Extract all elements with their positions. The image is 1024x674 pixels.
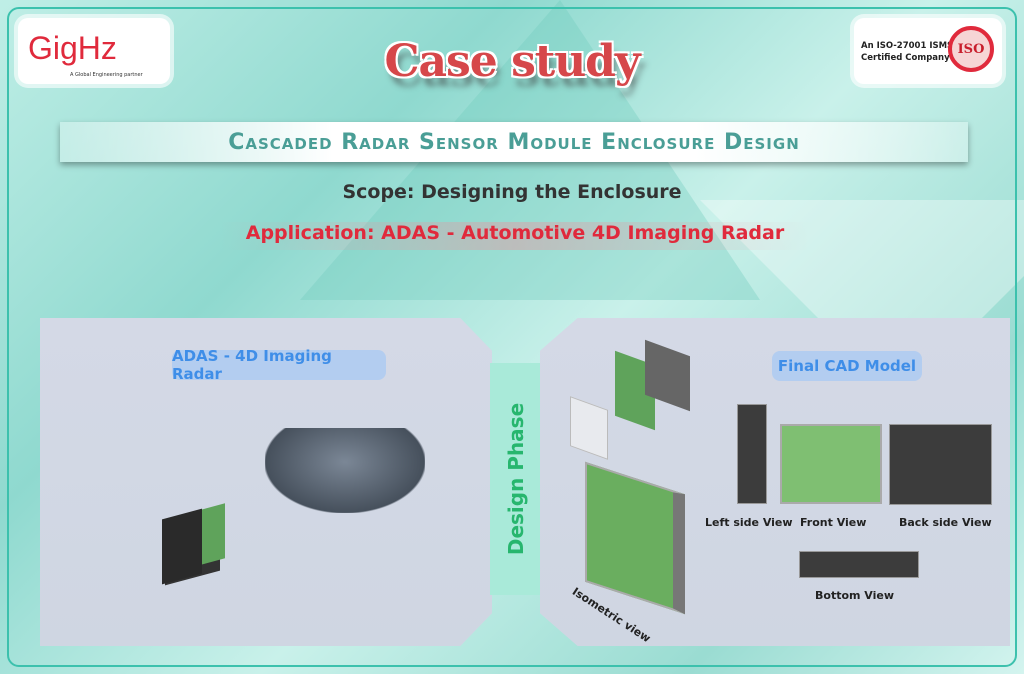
cert-line1: An ISO-27001 ISMS [861,41,954,51]
front-view-image [780,424,882,504]
exploded-cover-image [570,396,608,460]
logo-tagline: A Global Engineering partner [70,72,143,78]
back-view-caption: Back side View [899,516,992,529]
gighz-logo: GigHz A Global Engineering partner [18,18,170,84]
cert-line2: Certified Company [861,53,950,63]
bottom-view-caption: Bottom View [815,589,895,602]
car-image [265,428,425,513]
bottom-view-image [799,551,919,578]
left-view-caption: Left side View [705,516,793,529]
left-side-view-image [737,404,767,504]
adas-panel [40,318,492,646]
design-phase-divider: Design Phase [490,363,542,595]
front-view-caption: Front View [800,516,867,529]
page-title: Case study [384,36,640,87]
application-text: Application: ADAS - Automotive 4D Imagin… [220,222,810,250]
isometric-view-image [585,461,685,615]
cad-label: Final CAD Model [772,351,922,381]
page-frame [7,7,1017,667]
radome-image [162,508,202,585]
scope-text: Scope: Designing the Enclosure [342,181,682,203]
adas-label: ADAS - 4D Imaging Radar [172,347,386,383]
logo-text: GigHz [28,30,117,66]
back-side-view-image [889,424,992,505]
iso-certification: An ISO-27001 ISMS Certified Company ISO [854,18,1002,84]
project-banner: Cascaded Radar Sensor Module Enclosure D… [60,122,968,162]
iso-badge-icon: ISO [948,26,994,72]
